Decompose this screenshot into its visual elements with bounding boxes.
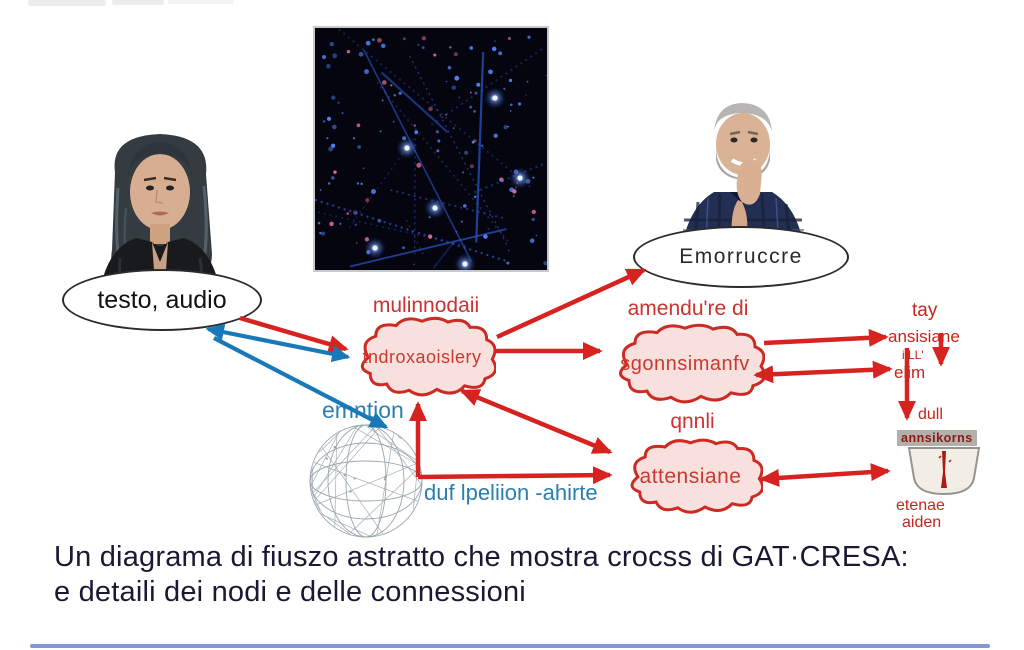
right-cloud-caption: amendu're di [627, 297, 749, 320]
neural-network-image [313, 26, 549, 275]
arrow-input-to-center [239, 315, 349, 353]
rc-text-ansisiane: ansisiane [888, 327, 960, 346]
arrow-blue-center-bubble-bidir [205, 323, 351, 363]
sphere-note-text: duf lpeliion -ahirte [424, 480, 598, 505]
rc-text-etenae: etenae [896, 497, 945, 514]
emotion-label: emntion [322, 397, 404, 423]
woman-speech-bubble: testo, audio [62, 269, 262, 331]
rc-band-label: annsikorns [897, 430, 977, 446]
top-smudge-mark [28, 0, 106, 6]
right-cloud-text: sgonnsimanfv [620, 353, 750, 375]
rc-text-aiden: aiden [902, 514, 942, 531]
center-cloud-node: tndroxaoislery [348, 315, 496, 400]
right-cloud-node: sgonnsimanfv [605, 322, 765, 407]
man-speech-bubble: Emorruccre [633, 226, 849, 288]
rc-text-small-marks: i!LL' [902, 348, 924, 362]
arrow-right-to-column-top [763, 328, 889, 347]
bottom-cloud-node: attensiane [618, 437, 763, 517]
arrow-center-bottom-bidir [459, 388, 613, 455]
bottom-cloud-text: attensiane [639, 465, 742, 488]
arrow-elbow-to-bottom-cloud [417, 466, 613, 485]
man-bubble-label: Emorruccre [679, 245, 803, 268]
center-cloud-caption: mulinnodaii [372, 294, 480, 317]
emotion-sphere-graphic [307, 422, 425, 540]
bottom-cloud-caption: qnnli [670, 410, 715, 433]
rc-text-dull: dull [918, 406, 943, 423]
top-smudge-mark [112, 0, 164, 5]
arrow-bottom-to-cup-bidir [759, 463, 891, 487]
bottom-divider-line [30, 644, 990, 648]
starfield-graphic [314, 27, 548, 275]
top-smudge-mark [168, 0, 234, 4]
arrow-right-column-bidir [753, 360, 893, 384]
cup-graphic [903, 446, 985, 500]
woman-bubble-label: testo, audio [97, 285, 227, 314]
rc-text-elim: elim [894, 363, 926, 382]
caption-line-2: e detaili dei nodi e delle connessioni [54, 576, 526, 608]
center-cloud-text: tndroxaoislery [362, 347, 482, 367]
figure-caption: Un diagrama di fiuszo astratto che mostr… [54, 540, 909, 610]
caption-line-1: Un diagrama di fiuszo astratto che mostr… [54, 541, 909, 573]
rc-text-tay: tay [912, 300, 938, 321]
